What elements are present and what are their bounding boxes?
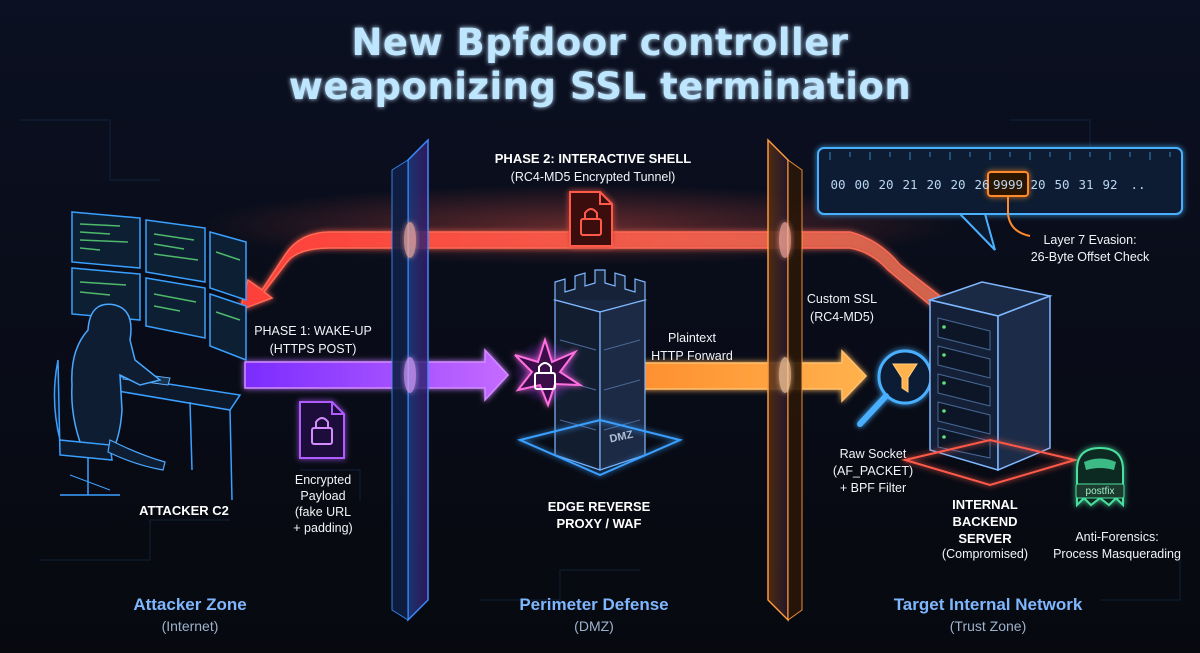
hex-byte-highlight: 9999 [993,177,1023,192]
zone-target-title: Target Internal Network [894,595,1083,614]
payload-line-4: + padding) [293,521,352,535]
hex-byte: 92 [1102,177,1117,192]
server-line-2: BACKEND [953,514,1018,529]
proxy-label-line-1: EDGE REVERSE [548,499,651,514]
dmz-tower-label: DMZ [608,429,634,446]
reverse-proxy-tower: DMZ [516,269,684,477]
plaintext-line-2: HTTP Forward [651,349,733,363]
hex-byte: 20 [1030,177,1045,192]
perimeter-wall-right [767,138,803,622]
hex-byte: 50 [1054,177,1069,192]
anti-forensics-line-2: Process Masquerading [1053,547,1181,561]
bpf-filter-magnifier-icon [857,349,933,427]
phase2-subtitle: (RC4-MD5 Encrypted Tunnel) [511,170,676,184]
proxy-label-line-2: PROXY / WAF [557,516,642,531]
payload-line-2: Payload [300,489,345,503]
layer7-line-1: Layer 7 Evasion: [1043,233,1136,247]
hex-byte: 31 [1078,177,1093,192]
phase1-subtitle: (HTTPS POST) [270,342,357,356]
perimeter-wall-left [391,138,429,622]
hex-byte: 26 [974,177,989,192]
attacker-label: ATTACKER C2 [139,503,229,518]
custom-ssl-line-2: (RC4-MD5) [810,310,874,324]
zone-perimeter-subtitle: (DMZ) [574,618,614,634]
raw-socket-line-3: + BPF Filter [840,481,906,495]
phase2-title: PHASE 2: INTERACTIVE SHELL [495,151,692,166]
hex-byte: 00 [830,177,845,192]
raw-socket-line-2: (AF_PACKET) [833,464,913,478]
phase1-title: PHASE 1: WAKE-UP [254,324,372,338]
circuit-background [20,119,1181,601]
phase1-arrow [244,348,510,402]
payload-label: Encrypted Payload (fake URL + padding) [293,473,352,535]
payload-line-1: Encrypted [295,473,351,487]
zone-target-subtitle: (Trust Zone) [950,618,1027,634]
title-line-1: New Bpfdoor controller [351,21,848,64]
breach-burst [513,336,584,408]
payload-document-icon [299,401,345,459]
custom-ssl-line-1: Custom SSL [807,292,877,306]
hex-bytes: 00 00 20 21 20 20 26 9999 20 50 31 92.. [830,177,1145,192]
server-status: (Compromised) [942,547,1028,561]
title-group: New Bpfdoor controller weaponizing SSL t… [289,21,911,108]
server-line-3: SERVER [958,531,1012,546]
hex-byte: 20 [950,177,965,192]
attacker-workstation [53,211,247,501]
zone-attacker-subtitle: (Internet) [162,618,219,634]
title-line-2: weaponizing SSL termination [289,65,911,108]
postfix-badge: postfix [1086,486,1115,497]
zone-perimeter-title: Perimeter Defense [519,595,668,614]
hex-byte: .. [1130,177,1145,192]
hex-byte: 20 [926,177,941,192]
server-line-1: INTERNAL [952,497,1018,512]
layer7-callout-line [1007,196,1031,237]
hex-byte: 21 [902,177,917,192]
anti-forensics-line-1: Anti-Forensics: [1075,530,1158,544]
encrypted-tunnel-lock-icon [569,191,613,247]
phase1-arrow-shape [244,348,510,402]
raw-socket-line-1: Raw Socket [840,447,907,461]
layer7-line-2: 26-Byte Offset Check [1031,250,1150,264]
backend-server [901,281,1079,487]
monitor-array [71,211,247,362]
hex-byte: 20 [878,177,893,192]
payload-line-3: (fake URL [295,505,351,519]
packet-hex-bar: 00 00 20 21 20 20 26 9999 20 50 31 92.. [817,147,1183,251]
masquerade-ghost-icon: postfix [1075,446,1125,508]
zone-attacker-title: Attacker Zone [133,595,246,614]
hex-byte: 00 [854,177,869,192]
plaintext-line-1: Plaintext [668,331,716,345]
